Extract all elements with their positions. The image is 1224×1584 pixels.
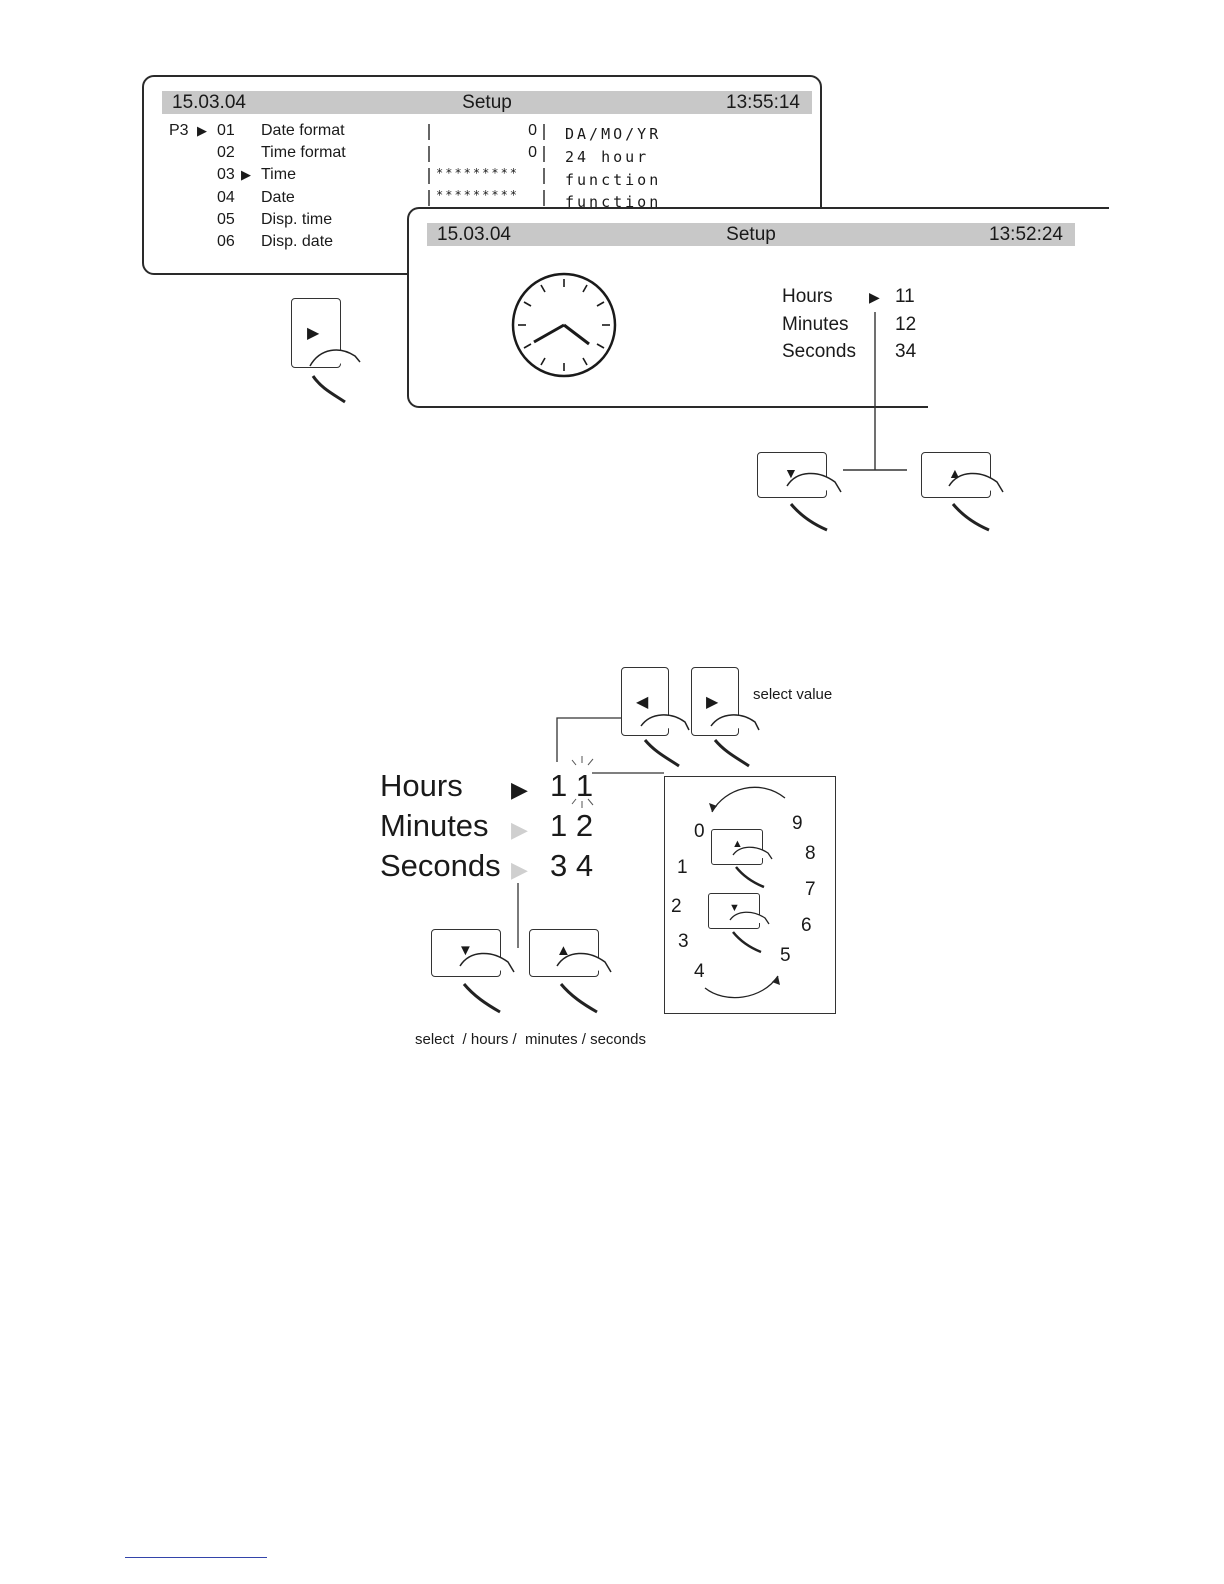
digit-label: 3 — [678, 931, 689, 952]
finger-icon — [309, 349, 361, 404]
inactive-pointer-icon: ▶ — [511, 857, 528, 882]
field-value-hours: 11 — [895, 286, 915, 307]
detail-label-minutes: Minutes — [380, 808, 489, 843]
digit-label: 8 — [805, 843, 816, 864]
clock-icon — [511, 272, 617, 378]
field-label-seconds: Seconds — [782, 341, 856, 362]
digit-label: 5 — [780, 945, 791, 966]
detail-label-seconds: Seconds — [380, 848, 501, 883]
right-arrow-icon: ▶ — [706, 694, 719, 711]
field-label-minutes: Minutes — [782, 314, 849, 335]
menu-row-number: 02 — [217, 144, 235, 161]
digit-label: 0 — [694, 821, 705, 842]
screen-time: 13:52:24 — [989, 224, 1063, 245]
finger-icon — [459, 952, 515, 1014]
detail-label-hours: Hours — [380, 768, 463, 803]
page-indicator: P3 — [169, 122, 189, 139]
down-key-button[interactable]: ▼ — [708, 893, 760, 929]
field-value-seconds: 34 — [895, 341, 917, 362]
menu-row-option: function — [565, 171, 662, 189]
menu-row-label: Date format — [261, 122, 345, 139]
screen-time: 13:55:14 — [726, 92, 800, 113]
detail-value-minutes: 1 2 — [550, 808, 594, 843]
menu-row-label: Time — [261, 166, 296, 183]
menu-row-option: 24 hour — [565, 148, 650, 166]
active-pointer-icon: ▶ — [511, 777, 528, 802]
menu-row-value: 0 — [528, 122, 537, 139]
field-value-minutes: 12 — [895, 314, 917, 335]
menu-row-value: ********* — [436, 166, 520, 180]
menu-row-label: Disp. time — [261, 211, 333, 228]
finger-icon — [732, 846, 773, 889]
up-key-button[interactable]: ▲ — [711, 829, 763, 865]
field-pointer-icon: ▶ — [869, 289, 880, 305]
menu-row-value: 0 — [528, 144, 537, 161]
screen-date: 15.03.04 — [172, 92, 246, 113]
digit-label: 2 — [671, 896, 682, 917]
footer-rule — [125, 1557, 267, 1558]
up-arrow-icon: ▲ — [732, 838, 743, 850]
row-pointer-icon: ▶ — [197, 123, 207, 138]
setup-menu-titlebar: 15.03.04 Setup 13:55:14 — [162, 91, 812, 114]
blink-marks-icon — [571, 756, 594, 808]
menu-row-label: Disp. date — [261, 233, 334, 250]
finger-icon — [556, 952, 612, 1014]
finger-icon — [640, 714, 690, 768]
digit-label: 1 — [677, 857, 688, 878]
selected-row-arrow-icon: ▶ — [241, 167, 251, 182]
menu-row-number: 01 — [217, 122, 235, 139]
field-label-hours: Hours — [782, 286, 833, 307]
right-arrow-icon: ▶ — [307, 325, 320, 342]
menu-row-number: 03 — [217, 166, 235, 183]
menu-row-value: ********* — [436, 188, 520, 202]
digit-label: 9 — [792, 813, 803, 834]
finger-icon — [729, 911, 770, 954]
finger-icon — [948, 472, 1004, 532]
menu-row-option: function — [565, 193, 662, 211]
left-arrow-icon: ◀ — [636, 694, 649, 711]
down-arrow-icon: ▼ — [784, 465, 798, 481]
digit-label: 4 — [694, 961, 705, 982]
digit-label: 6 — [801, 915, 812, 936]
time-setting-titlebar: 15.03.04 Setup 13:52:24 — [427, 223, 1075, 246]
select-field-caption: select / hours / minutes / seconds — [415, 1031, 646, 1048]
screen-title: Setup — [462, 92, 512, 113]
detail-value-seconds: 3 4 — [550, 848, 594, 883]
menu-row-number: 04 — [217, 189, 235, 206]
finger-icon — [786, 472, 842, 532]
screen-date: 15.03.04 — [437, 224, 511, 245]
inactive-pointer-icon: ▶ — [511, 817, 528, 842]
finger-icon — [710, 714, 760, 768]
digit-label: 7 — [805, 879, 816, 900]
menu-row-option: DA/MO/YR — [565, 125, 662, 143]
up-arrow-icon: ▲ — [556, 942, 571, 959]
screen-title: Setup — [726, 224, 776, 245]
menu-row-label: Date — [261, 189, 295, 206]
menu-row-label: Time format — [261, 144, 346, 161]
menu-row-number: 05 — [217, 211, 235, 228]
select-value-caption: select value — [753, 686, 833, 703]
down-arrow-icon: ▼ — [729, 902, 740, 914]
down-arrow-icon: ▼ — [458, 942, 473, 959]
detail-value-hours: 1 1 — [550, 768, 594, 803]
menu-row-number: 06 — [217, 233, 235, 250]
